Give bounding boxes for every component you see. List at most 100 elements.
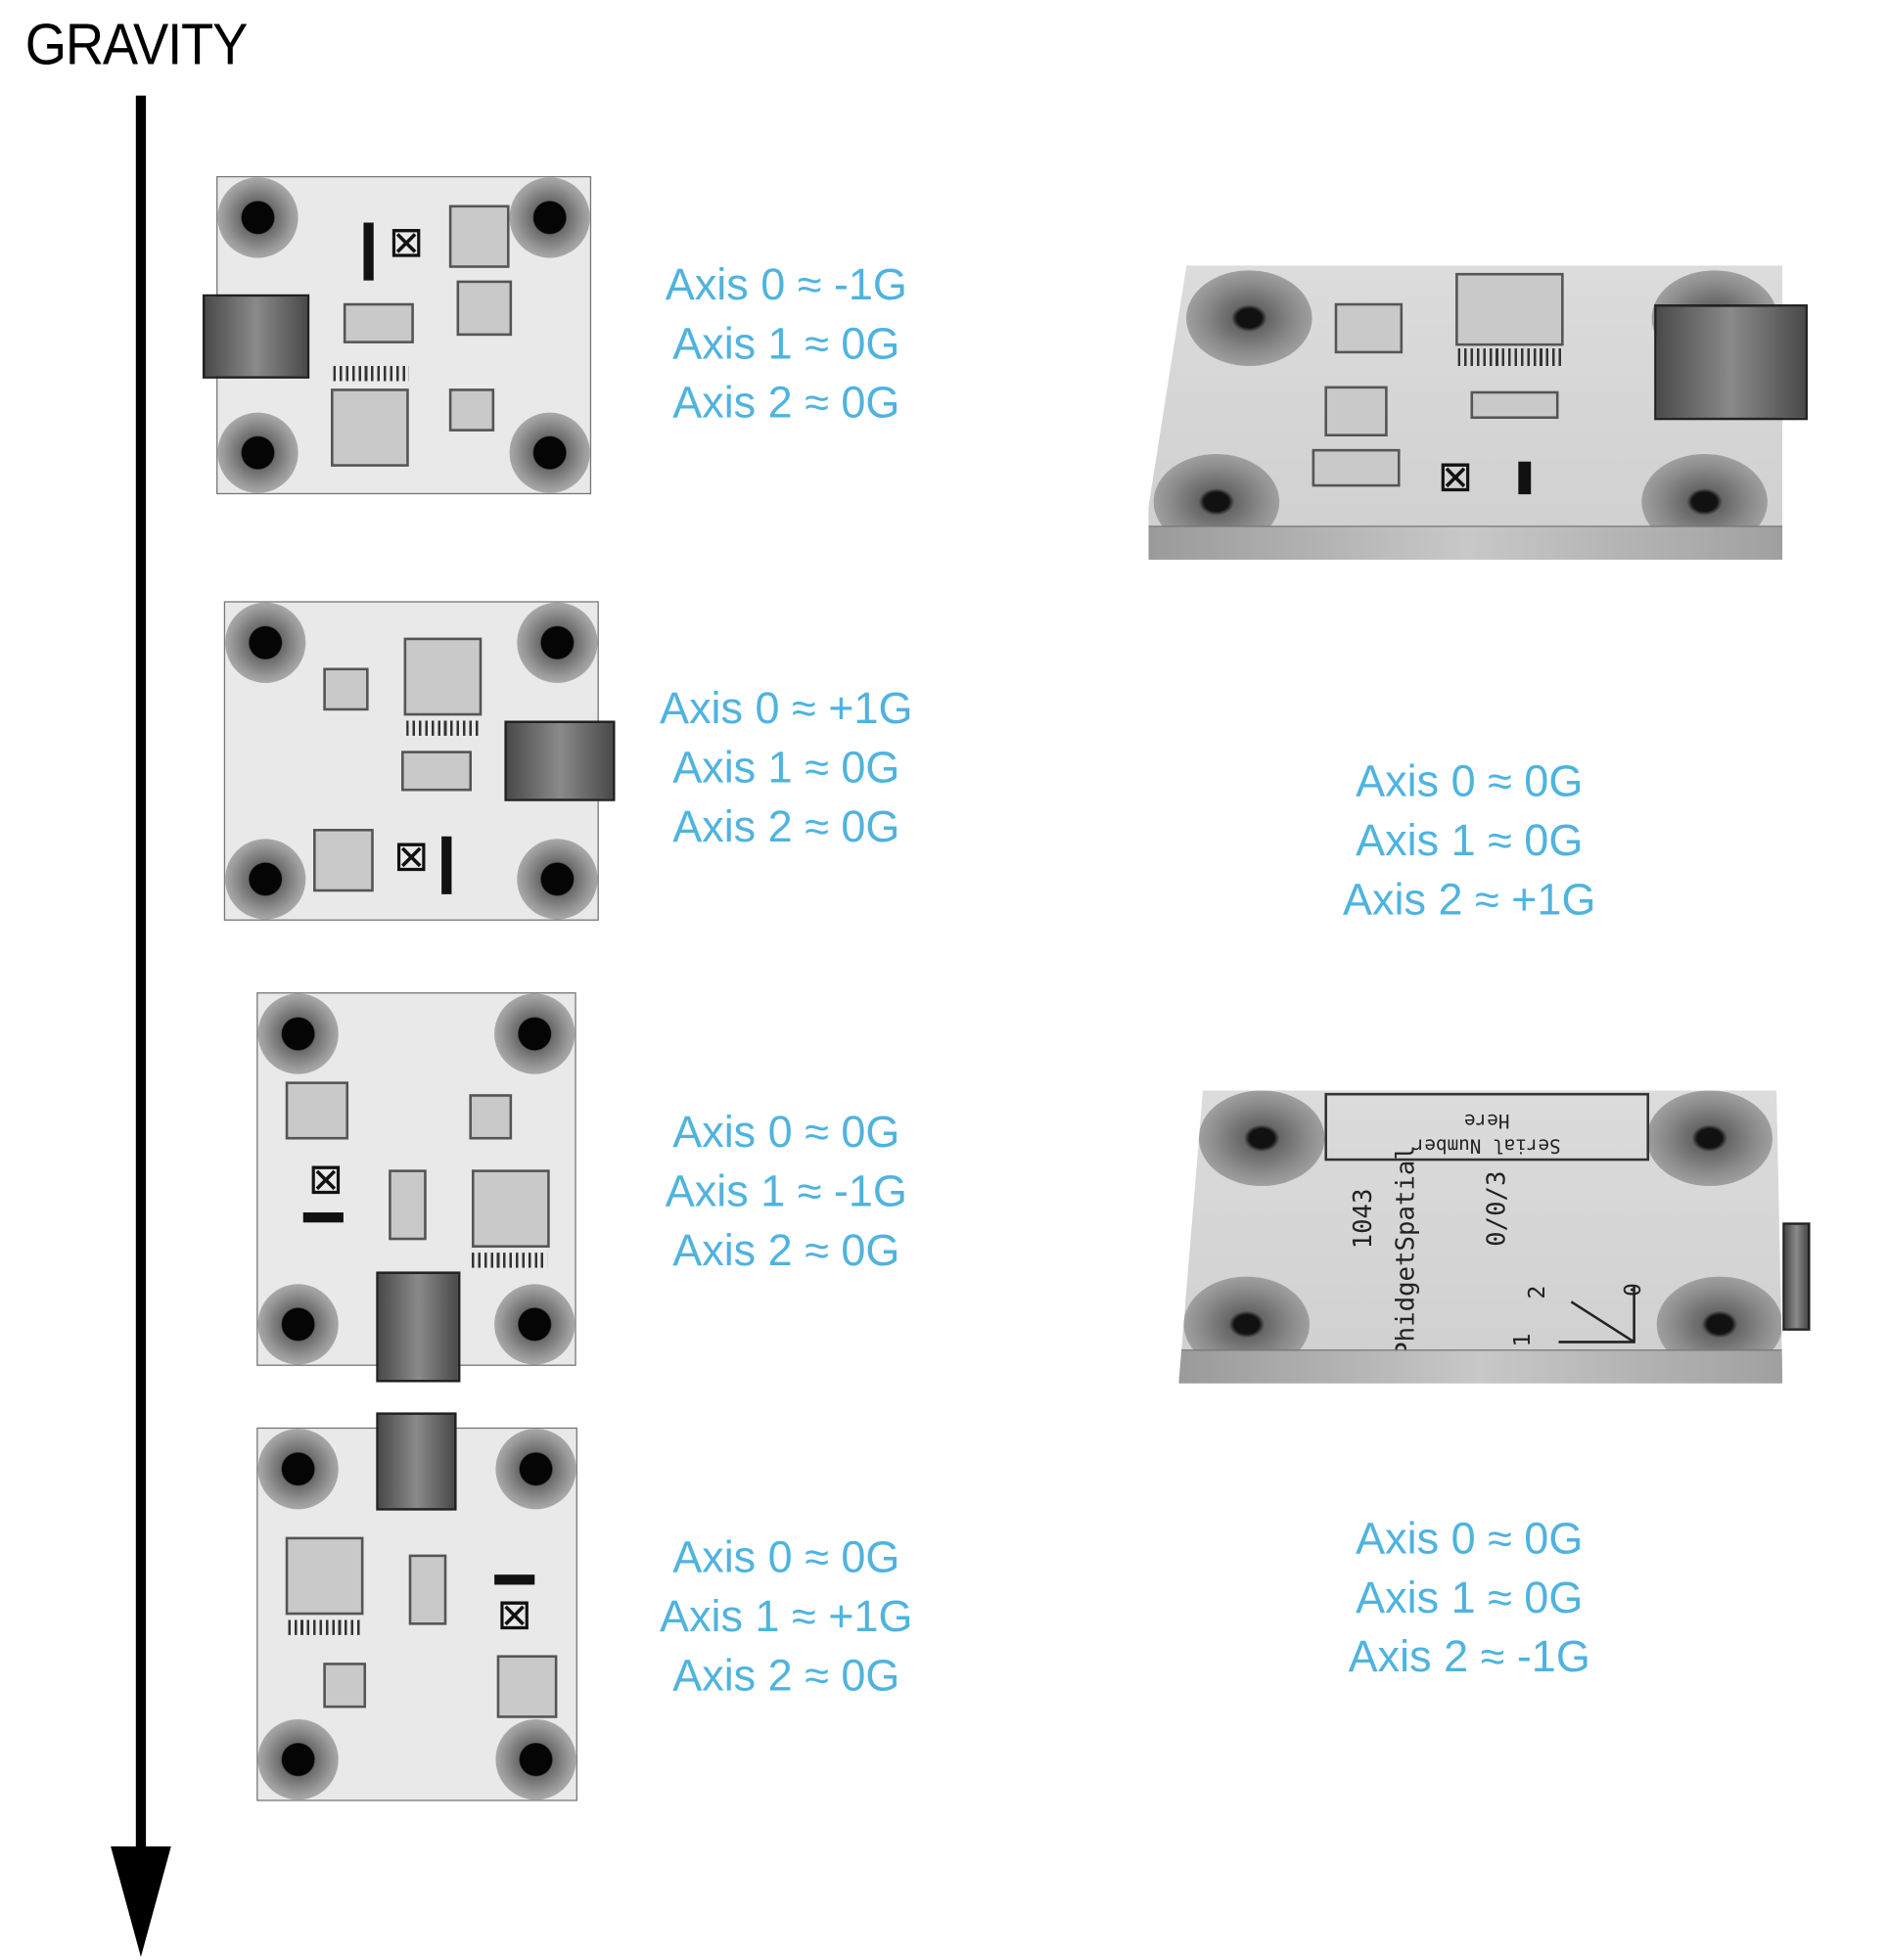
- chip-pins: [288, 1619, 364, 1635]
- axis-2-reading: Axis 2 ≈ +1G: [1342, 875, 1596, 925]
- ic-chip: [331, 388, 409, 467]
- mounting-hole: [1646, 1090, 1772, 1187]
- board-edge: [1148, 525, 1783, 560]
- pcb-detail: [302, 1212, 344, 1223]
- silkscreen-bar: [363, 222, 374, 281]
- ic-chip: [389, 1169, 427, 1241]
- ic-chip: [448, 205, 510, 268]
- axis-0-reading: Axis 0 ≈ 0G: [672, 1108, 900, 1158]
- weee-bin-icon: ⊠: [496, 1590, 533, 1639]
- mounting-hole: [225, 839, 306, 920]
- axis-2-reading: Axis 2 ≈ 0G: [672, 802, 900, 852]
- axis-0-reading: Axis 0 ≈ -1G: [665, 260, 907, 310]
- mounting-hole: [517, 839, 598, 920]
- mounting-hole: [494, 993, 575, 1074]
- ic-chip: [285, 1536, 364, 1616]
- board-edge: [1178, 1349, 1783, 1384]
- usb-connector: [376, 1271, 461, 1383]
- chip-pins: [406, 720, 483, 736]
- serial-number-text: Serial Number: [1412, 1134, 1561, 1158]
- usb-connector: [504, 720, 616, 801]
- usb-connector: [202, 294, 310, 379]
- ic-chip: [1455, 272, 1564, 346]
- axis-1-reading: Axis 1 ≈ 0G: [1356, 1573, 1584, 1623]
- axis-readings-5: Axis 0 ≈ 0G Axis 1 ≈ 0G Axis 2 ≈ +1G: [1268, 752, 1671, 930]
- axis-0-reading: Axis 0 ≈ +1G: [660, 684, 913, 734]
- silkscreen-bar: [441, 836, 452, 894]
- pcb-photo-usb-top: ⊠: [256, 1412, 577, 1801]
- mounting-hole: [495, 1719, 576, 1800]
- mounting-hole: [257, 1284, 339, 1365]
- ic-chip: [1334, 302, 1404, 354]
- usb-connector: [1782, 1222, 1811, 1331]
- ic-chip: [496, 1655, 558, 1718]
- ic-chip: [403, 637, 483, 716]
- chip-pins: [1457, 348, 1564, 367]
- axis-1-reading: Axis 1 ≈ 0G: [672, 319, 900, 369]
- axis-readings-6: Axis 0 ≈ 0G Axis 1 ≈ 0G Axis 2 ≈ -1G: [1268, 1509, 1671, 1686]
- chip-pins: [471, 1253, 548, 1268]
- part-number-text: 1043: [1347, 1188, 1378, 1250]
- ic-chip: [1324, 386, 1388, 436]
- mounting-hole: [495, 1429, 576, 1510]
- mounting-hole: [1186, 270, 1312, 367]
- axis-readings-1: Axis 0 ≈ -1G Axis 1 ≈ 0G Axis 2 ≈ 0G: [585, 255, 988, 433]
- ic-chip: [313, 829, 374, 892]
- axis-0-reading: Axis 0 ≈ 0G: [672, 1532, 900, 1582]
- mounting-hole: [509, 177, 590, 258]
- ic-chip: [285, 1081, 349, 1140]
- mounting-hole: [509, 412, 590, 493]
- gravity-arrow-head-icon: [111, 1846, 171, 1957]
- axis-1-reading: Axis 1 ≈ -1G: [665, 1166, 907, 1216]
- mounting-hole: [257, 1429, 339, 1510]
- axis-1-reading: Axis 1 ≈ 0G: [1356, 816, 1584, 866]
- mounting-hole: [257, 1719, 339, 1800]
- mounting-hole: [1198, 1090, 1325, 1187]
- pcb-detail: [494, 1574, 535, 1585]
- weee-bin-icon: ⊠: [1437, 452, 1474, 501]
- ic-chip: [1312, 448, 1401, 487]
- pcb-detail: [1518, 461, 1532, 495]
- ic-chip: [469, 1094, 513, 1140]
- ic-chip: [448, 388, 495, 432]
- mounting-hole: [257, 993, 339, 1074]
- gravity-title: GRAVITY: [24, 11, 249, 77]
- gravity-arrow-shaft: [135, 95, 147, 1869]
- mounting-hole: [217, 412, 299, 493]
- weee-bin-icon: ⊠: [388, 218, 425, 267]
- ic-chip: [1470, 390, 1559, 420]
- serial-here-text: Here: [1464, 1109, 1510, 1132]
- weee-bin-icon: ⊠: [392, 832, 430, 881]
- chip-pins: [333, 366, 409, 382]
- axis-1-silk: 1: [1509, 1333, 1537, 1347]
- ic-chip: [408, 1554, 447, 1625]
- usb-connector: [1654, 304, 1808, 421]
- ic-chip: [343, 302, 414, 343]
- pcb-photo-usb-bottom: ⊠: [256, 992, 576, 1383]
- axis-2-reading: Axis 2 ≈ 0G: [672, 378, 900, 429]
- axis-0-reading: Axis 0 ≈ 0G: [1356, 1514, 1584, 1564]
- weee-bin-icon: ⊠: [307, 1156, 345, 1205]
- mounting-hole: [217, 177, 299, 258]
- mounting-hole: [494, 1284, 575, 1365]
- axis-2-reading: Axis 2 ≈ 0G: [672, 1651, 900, 1701]
- axis-2-reading: Axis 2 ≈ -1G: [1348, 1632, 1590, 1682]
- axis-2-reading: Axis 2 ≈ 0G: [672, 1226, 900, 1276]
- axis-readings-3: Axis 0 ≈ 0G Axis 1 ≈ -1G Axis 2 ≈ 0G: [585, 1103, 988, 1280]
- ic-chip: [456, 280, 513, 337]
- ic-chip: [323, 667, 369, 711]
- axis-1-reading: Axis 1 ≈ 0G: [672, 743, 900, 793]
- usb-connector: [376, 1412, 457, 1511]
- pcb-photo-usb-left: ⊠: [202, 175, 592, 495]
- axis-0-reading: Axis 0 ≈ 0G: [1356, 756, 1584, 806]
- serial-number-box: Serial Number Here: [1324, 1092, 1650, 1162]
- pcb-photo-face-down: Serial Number Here 1043 PhidgetSpatial 0…: [1178, 1090, 1783, 1384]
- axis-readings-2: Axis 0 ≈ +1G Axis 1 ≈ 0G Axis 2 ≈ 0G: [585, 679, 988, 856]
- ic-chip: [323, 1663, 367, 1709]
- axis-readings-4: Axis 0 ≈ 0G Axis 1 ≈ +1G Axis 2 ≈ 0G: [585, 1528, 988, 1706]
- mounting-hole: [225, 602, 306, 683]
- mounting-hole: [517, 602, 598, 683]
- ic-chip: [401, 751, 472, 792]
- product-name-text: PhidgetSpatial: [1390, 1145, 1421, 1357]
